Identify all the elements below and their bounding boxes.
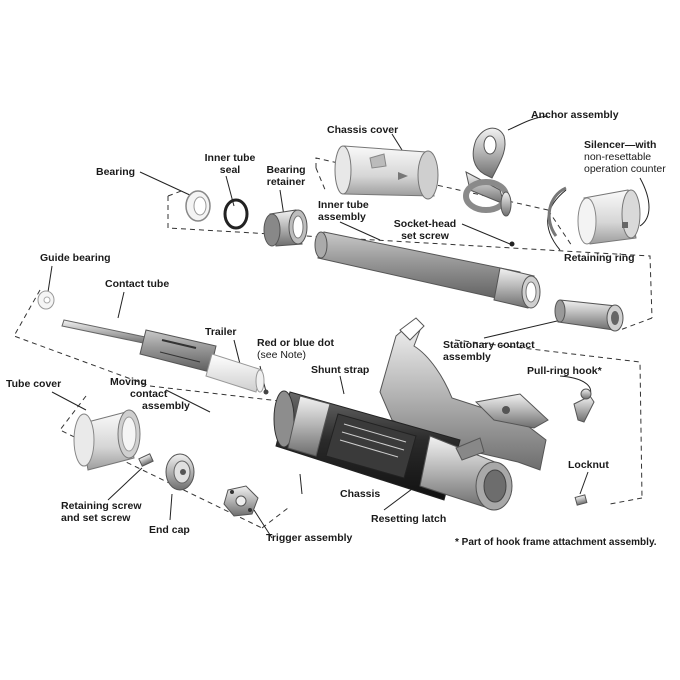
- label-moving-contact-line-1: Moving: [110, 376, 147, 388]
- retaining-ring-part: [547, 186, 567, 237]
- silencer-part: [577, 189, 641, 245]
- label-red-or-blue-dot: Red or blue dot (see Note): [257, 337, 334, 361]
- label-retaining-screw-line-1: Retaining screw: [61, 500, 142, 512]
- label-red-blue-dot-line-1: Red or blue dot: [257, 337, 334, 349]
- inner-tube-seal-part: [223, 198, 249, 230]
- label-socket-head-line-2: set screw: [401, 230, 449, 242]
- label-tube-cover: Tube cover: [6, 378, 62, 390]
- label-stationary-contact-assembly: Stationary contact assembly: [443, 339, 535, 363]
- label-moving-contact-line-3: assembly: [142, 400, 190, 412]
- label-inner-tube-seal: Inner tube seal: [200, 152, 260, 176]
- trailer-part: [205, 353, 269, 395]
- label-silencer-line-3: operation counter: [584, 163, 666, 175]
- bearing-retainer-part: [263, 209, 308, 247]
- pull-ring-hook-part: [573, 388, 595, 423]
- label-pull-ring-hook: Pull-ring hook*: [527, 365, 602, 377]
- footnote: * Part of hook frame attachment assembly…: [455, 537, 657, 548]
- tube-cover-part: [73, 409, 141, 471]
- label-moving-contact-line-2: contact: [130, 388, 168, 400]
- retaining-screw-part: [138, 453, 154, 467]
- guide-bearing-part: [37, 290, 55, 310]
- label-trigger-assembly: Trigger assembly: [266, 532, 353, 544]
- label-moving-contact-assembly: Moving contact assembly: [100, 376, 200, 412]
- end-cap-part: [165, 453, 195, 491]
- assembly-guide-lines: [13, 157, 653, 529]
- label-bearing: Bearing: [96, 166, 136, 178]
- label-inner-tube-assembly-line-2: assembly: [318, 211, 366, 223]
- inner-tube-assembly-part: [314, 231, 541, 309]
- leader-lines: [47, 115, 650, 539]
- label-stationary-contact-line-1: Stationary contact: [443, 339, 535, 351]
- label-bearing-retainer: Bearing retainer: [258, 164, 314, 188]
- label-end-cap: End cap: [149, 524, 190, 536]
- label-anchor-assembly: Anchor assembly: [531, 109, 619, 121]
- label-guide-bearing: Guide bearing: [40, 252, 111, 264]
- label-socket-head-set-screw: Socket-head set screw: [386, 218, 464, 242]
- label-silencer: Silencer—with non-resettable operation c…: [584, 139, 666, 175]
- label-inner-tube-seal-line-2: seal: [219, 164, 241, 176]
- label-socket-head-line-1: Socket-head: [393, 218, 457, 230]
- label-contact-tube: Contact tube: [105, 278, 170, 290]
- label-silencer-line-2: non-resettable: [584, 151, 652, 163]
- stationary-contact-assembly-part: [554, 299, 624, 332]
- chassis-cover-part: [334, 145, 439, 200]
- label-inner-tube-assembly: Inner tube assembly: [318, 199, 369, 223]
- label-retaining-screw: Retaining screw and set screw: [61, 500, 142, 524]
- trigger-assembly-part: [223, 485, 259, 517]
- contact-tube-part: [61, 319, 217, 373]
- label-chassis-cover: Chassis cover: [327, 124, 399, 136]
- label-resetting-latch: Resetting latch: [371, 513, 447, 525]
- label-bearing-retainer-line-1: Bearing: [266, 164, 306, 176]
- label-inner-tube-assembly-line-1: Inner tube: [318, 199, 369, 211]
- label-inner-tube-seal-line-1: Inner tube: [204, 152, 256, 164]
- label-bearing-retainer-line-2: retainer: [266, 176, 306, 188]
- label-silencer-line-1: Silencer—with: [584, 139, 657, 151]
- label-locknut: Locknut: [568, 459, 609, 471]
- label-red-blue-dot-line-2: (see Note): [257, 349, 307, 361]
- label-stationary-contact-line-2: assembly: [443, 351, 491, 363]
- bearing-part: [185, 190, 211, 222]
- label-retaining-ring: Retaining ring: [564, 252, 635, 264]
- chassis-part: [273, 390, 513, 511]
- label-retaining-screw-line-2: and set screw: [61, 512, 131, 524]
- locknut-part: [574, 494, 588, 506]
- label-trailer: Trailer: [205, 326, 237, 338]
- label-chassis: Chassis: [340, 488, 381, 500]
- label-shunt-strap: Shunt strap: [311, 364, 370, 376]
- anchor-assembly-part: [463, 127, 512, 217]
